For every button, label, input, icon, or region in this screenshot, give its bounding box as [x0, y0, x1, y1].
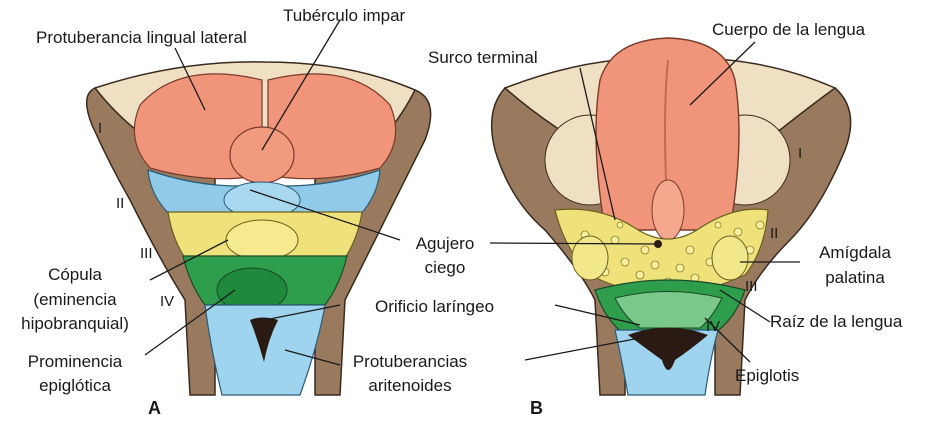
label-body: Cuerpo de la lengua — [712, 20, 865, 40]
label-laryngeal: Orificio laríngeo — [375, 297, 494, 317]
label-copula-2: (eminencia — [10, 290, 140, 310]
yellow-bulge-a — [226, 220, 298, 260]
label-sulcus: Surco terminal — [428, 48, 538, 68]
arch-iv-b: IV — [706, 318, 720, 335]
label-foramen-2: ciego — [400, 258, 490, 278]
label-epiglottic-2: epiglótica — [10, 376, 140, 396]
panel-b-illustration — [492, 38, 851, 395]
arch-iii-b: III — [745, 278, 758, 295]
panel-label-b: B — [530, 398, 543, 419]
label-root: Raíz de la lengua — [770, 312, 902, 332]
tonsil-right — [712, 236, 748, 280]
label-tuberculum-impar: Tubérculo impar — [283, 6, 405, 26]
label-lateral-swelling: Protuberancia lingual lateral — [36, 28, 247, 48]
label-copula-3: hipobranquial) — [4, 314, 146, 334]
arch-i-b: I — [798, 145, 802, 162]
panel-label-a: A — [148, 398, 161, 419]
label-foramen-1: Agujero — [400, 234, 490, 254]
arch-iii-a: III — [140, 245, 153, 262]
tonsil-left — [572, 236, 608, 280]
label-tonsil-1: Amígdala — [800, 243, 910, 263]
arch-iv-a: IV — [160, 293, 174, 310]
foramen-cecum — [654, 240, 662, 248]
panel-a-illustration — [87, 62, 431, 395]
label-epiglottic-1: Prominencia — [10, 352, 140, 372]
label-arytenoid-1: Protuberancias — [340, 352, 480, 372]
label-tonsil-2: palatina — [800, 268, 910, 288]
arch-ii-a: II — [116, 195, 124, 212]
label-epiglottis: Epiglotis — [735, 366, 799, 386]
label-copula-1: Cópula — [10, 265, 140, 285]
label-arytenoid-2: aritenoides — [340, 376, 480, 396]
tuberculum-impar — [230, 127, 294, 183]
arch-ii-b: II — [770, 225, 778, 242]
tongue-tip-fold — [652, 180, 684, 240]
arch-i-a: I — [98, 120, 102, 137]
